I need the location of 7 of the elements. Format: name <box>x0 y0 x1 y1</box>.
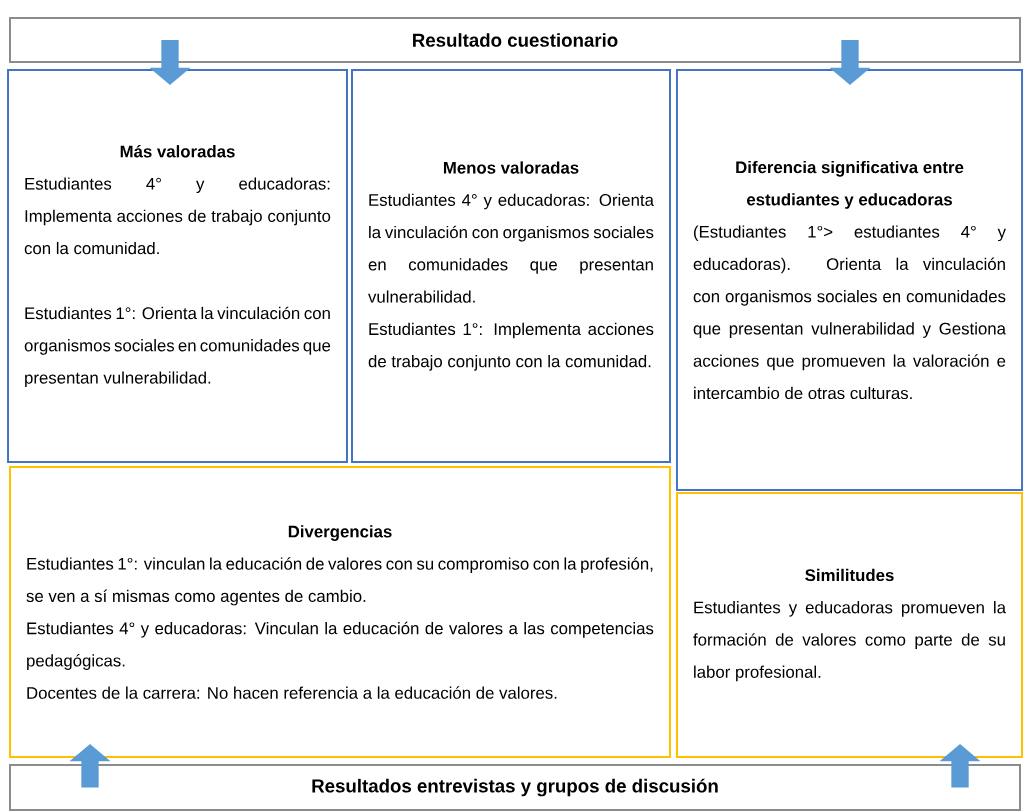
text-box: Menos valoradas Estudiantes 4° y educadoras: Orienta la vinculación con organismos sociales en comunidades que presentan vulnerabilidad. Estudiantes 1°: Implementa acciones de trabajo conjunto con la comunidad. <box>351 69 671 463</box>
title-bar: Resultados entrevistas y grupos de discusión <box>9 763 1021 811</box>
text-box: Más valoradas Estudiantes 4° y educadoras: Implementa acciones de trabajo conjunto con la comunidad. Estudiantes 1°: Orienta la vinculación con organismos sociales en comunidades que presentan vulnerabilidad. <box>7 69 348 463</box>
title-bar: Resultado cuestionario <box>9 17 1021 63</box>
text-box: Divergencias Estudiantes 1°: vinculan la educación de valores con su compromiso con la profesión, se ven a sí mismas como agentes de cambio. Estudiantes 4° y educadoras: Vinculan la educación de valores a las competencias pedagógicas. Docentes de la carrera: No hacen referencia a la educación de valores. <box>9 466 671 758</box>
text-box: Diferencia significativa entre estudiantes y educadoras (Estudiantes 1°> estudiantes 4° y educadoras). Orienta la vinculación con organismos sociales en comunidades que presentan vulnerabilidad y Gestiona acciones que promueven la valoración e intercambio de otras culturas. <box>676 69 1024 491</box>
text-box: Similitudes Estudiantes y educadoras promueven la formación de valores como parte de su labor profesional. <box>676 492 1024 758</box>
